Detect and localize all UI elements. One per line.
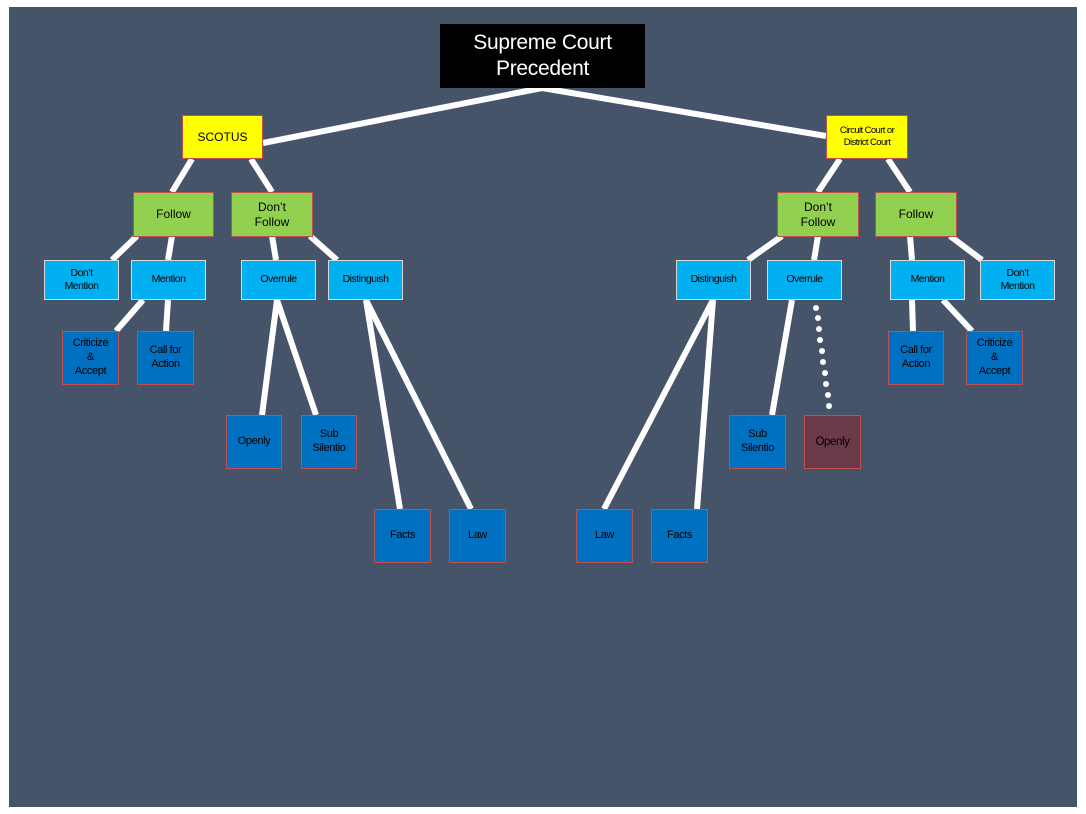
right-dont-mention-node: Don’t Mention <box>980 260 1055 300</box>
edge-distinguish-law-r <box>601 298 716 511</box>
left-law-label: Law <box>468 529 487 542</box>
left-sub-silentio-label: Sub Silentio <box>312 428 346 454</box>
edge-mention-callforaction-r <box>909 299 916 332</box>
left-mention-label: Mention <box>151 273 186 286</box>
right-law-node: Law <box>576 509 633 563</box>
edge-distinguish-law <box>363 298 474 511</box>
edge-dontfollow-distinguish <box>308 233 339 263</box>
circuit-court-node: Circuit Court or District Court <box>826 115 908 159</box>
right-overrule-label: Overrule <box>786 273 823 286</box>
edge-follow-mention <box>165 235 175 261</box>
left-follow-node: Follow <box>133 192 214 237</box>
right-facts-label: Facts <box>667 529 692 542</box>
edge-mention-criticize-r <box>940 297 975 334</box>
right-mention-label: Mention <box>910 273 945 286</box>
right-distinguish-node: Distinguish <box>676 260 751 300</box>
left-facts-label: Facts <box>390 529 415 542</box>
edge-overrule-openly <box>259 299 280 416</box>
right-follow-label: Follow <box>898 207 934 221</box>
left-dont-mention-label: Don’t Mention <box>64 266 99 292</box>
right-mention-node: Mention <box>890 260 965 300</box>
right-sub-silentio-node: Sub Silentio <box>729 415 786 469</box>
left-criticize-accept-node: Criticize & Accept <box>62 331 119 385</box>
left-dont-mention-node: Don’t Mention <box>44 260 119 300</box>
scotus-node: SCOTUS <box>182 115 263 159</box>
right-facts-node: Facts <box>651 509 708 563</box>
edge-mention-criticize <box>113 298 146 333</box>
edge-overrule-openly-dotted <box>813 305 832 409</box>
right-dont-mention-label: Don’t Mention <box>1000 266 1035 292</box>
right-distinguish-label: Distinguish <box>690 273 737 286</box>
left-dont-follow-node: Don’t Follow <box>231 192 313 237</box>
right-criticize-accept-label: Criticize & Accept <box>976 337 1013 377</box>
right-call-for-action-node: Call for Action <box>888 331 944 385</box>
edge-distinguish-facts <box>363 299 403 510</box>
edge-mention-callforaction <box>163 299 171 332</box>
edge-circuit-dontfollow <box>815 157 843 194</box>
scotus-label: SCOTUS <box>197 129 248 144</box>
edge-root-scotus <box>262 85 543 146</box>
left-openly-node: Openly <box>226 415 282 469</box>
edge-dontfollow-overrule-r <box>811 235 821 261</box>
right-dont-follow-label: Don’t Follow <box>800 199 836 229</box>
left-openly-label: Openly <box>237 435 271 448</box>
left-law-node: Law <box>449 509 506 563</box>
edge-follow-mention-r <box>907 235 915 261</box>
edge-overrule-subsilentio-r <box>769 299 795 416</box>
left-facts-node: Facts <box>374 509 431 563</box>
edge-dontfollow-overrule <box>269 235 279 261</box>
right-sub-silentio-label: Sub Silentio <box>741 428 774 454</box>
edge-circuit-follow <box>885 157 913 194</box>
edge-root-circuit <box>541 85 827 139</box>
edge-dontfollow-distinguish-r <box>746 233 784 263</box>
root-label: Supreme Court Precedent <box>473 30 612 80</box>
edge-overrule-subsilentio <box>274 299 319 416</box>
edge-scotus-dontfollow <box>248 157 275 194</box>
right-law-label: Law <box>595 529 614 542</box>
edge-follow-dontmention <box>109 233 140 263</box>
left-mention-node: Mention <box>131 260 206 300</box>
edge-follow-dontmention-r <box>948 233 984 263</box>
right-overrule-node: Overrule <box>767 260 842 300</box>
left-sub-silentio-node: Sub Silentio <box>301 415 357 469</box>
edge-distinguish-facts-r <box>694 299 716 510</box>
right-criticize-accept-node: Criticize & Accept <box>966 331 1023 385</box>
right-openly-label: Openly <box>815 435 850 448</box>
edge-scotus-follow <box>169 157 195 194</box>
right-openly-node: Openly <box>804 415 861 469</box>
left-criticize-accept-label: Criticize & Accept <box>72 337 109 377</box>
left-follow-label: Follow <box>156 207 191 221</box>
right-dont-follow-node: Don’t Follow <box>777 192 859 237</box>
left-call-for-action-label: Call for Action <box>149 344 182 370</box>
circuit-court-label: Circuit Court or District Court <box>839 125 895 148</box>
left-distinguish-node: Distinguish <box>328 260 403 300</box>
left-call-for-action-node: Call for Action <box>137 331 194 385</box>
left-overrule-node: Overrule <box>241 260 316 300</box>
root-node: Supreme Court Precedent <box>440 24 645 88</box>
right-follow-node: Follow <box>875 192 957 237</box>
left-distinguish-label: Distinguish <box>342 273 389 286</box>
right-call-for-action-label: Call for Action <box>900 344 932 370</box>
left-dont-follow-label: Don’t Follow <box>254 199 290 229</box>
left-overrule-label: Overrule <box>260 273 297 286</box>
